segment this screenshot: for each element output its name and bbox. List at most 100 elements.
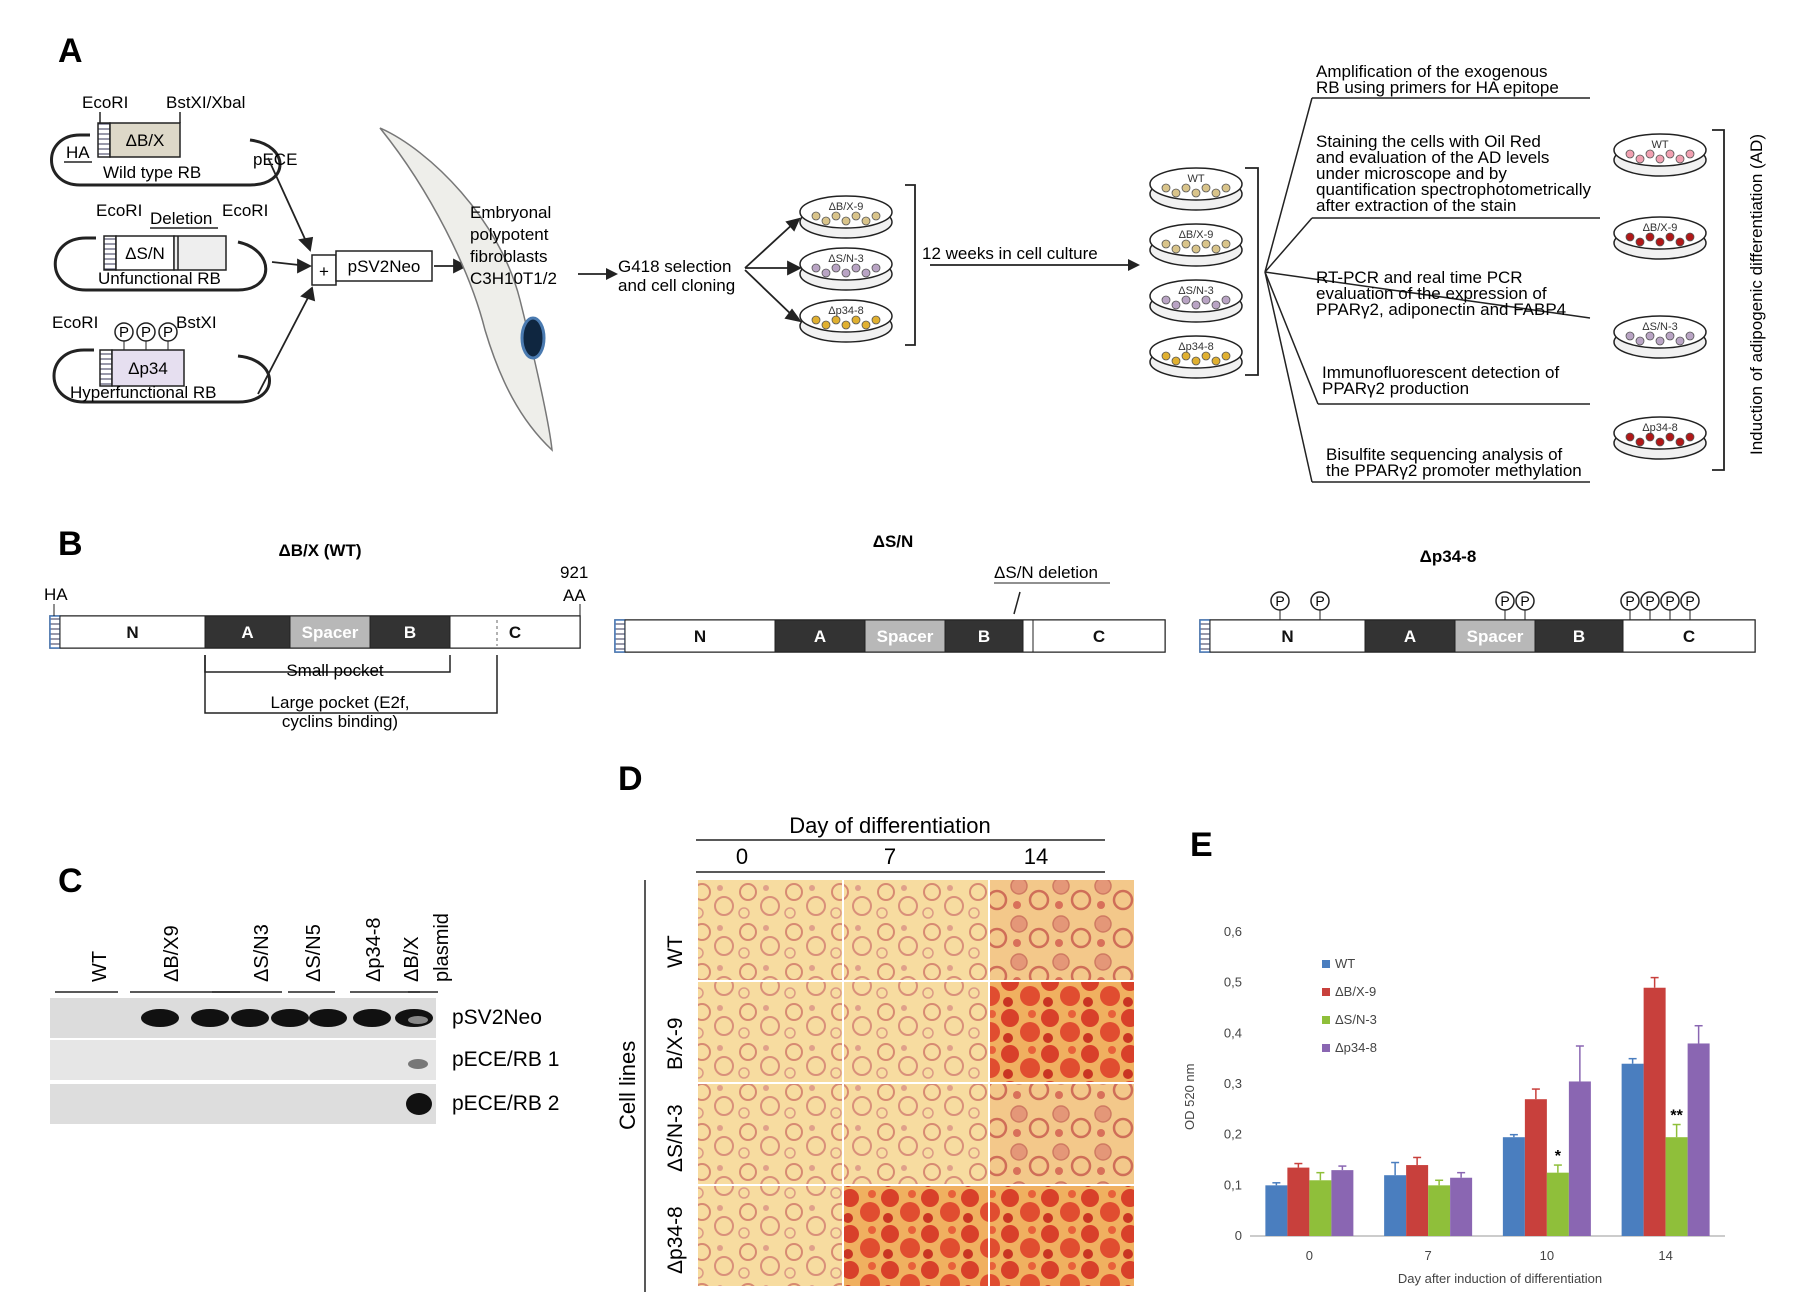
- dish1-0-cell: [831, 211, 841, 221]
- plasmid2-desc: Unfunctional RB: [98, 269, 221, 288]
- micrograph-r3c1: [844, 1186, 988, 1286]
- dish3-1-cell: [1685, 232, 1695, 242]
- dish3-1-cell: [1635, 237, 1645, 247]
- segment-spacer: [864, 619, 946, 653]
- e-legend-swatch-1: [1322, 988, 1330, 996]
- micrograph-r2c2: [990, 1084, 1134, 1184]
- dish3-2-cell: [1675, 336, 1685, 346]
- selection-line-2: and cell cloning: [618, 276, 735, 295]
- dish3-1-cell: [1675, 237, 1685, 247]
- segment-n: [1209, 619, 1366, 653]
- plasmid1-vector: pECE: [253, 150, 297, 169]
- dish1-0-cell: [841, 216, 851, 226]
- micrograph-r2c1: [844, 1084, 988, 1184]
- panel-label-d: D: [618, 760, 643, 798]
- micrograph-r0c0: [698, 880, 842, 980]
- gel-lane-label-4: Δp34-8: [363, 917, 385, 982]
- dish3-3-cell: [1675, 437, 1685, 447]
- e-legend-swatch-0: [1322, 960, 1330, 968]
- d-day-1: 7: [884, 844, 896, 869]
- e-legend-label-2: ΔS/N-3: [1335, 1012, 1377, 1027]
- plasmid-unfunctional: ΔS/N EcoRI Deletion EcoRI Unfunctional R…: [53, 201, 268, 292]
- dish2-2-cell: [1161, 295, 1171, 305]
- e-legend-label-1: ΔB/X-9: [1335, 984, 1376, 999]
- dish2-2-cell: [1211, 300, 1221, 310]
- e-bar-0-3: [1621, 1063, 1644, 1236]
- e-xlabel: Day after induction of differentiation: [1398, 1271, 1602, 1286]
- gel-row-label-0: pSV2Neo: [452, 1006, 542, 1029]
- micrograph-r1c1: [844, 982, 988, 1082]
- segment-spacer: [1454, 619, 1536, 653]
- dish1-2-label: Δp34-8: [828, 305, 863, 317]
- analysis-4-line: the PPARγ2 promoter methylation: [1326, 461, 1582, 480]
- dish3-3-cell: [1685, 432, 1695, 442]
- e-bar-0-0: [1265, 1185, 1288, 1236]
- gel-band: [141, 1009, 179, 1027]
- e-bar-0-2: [1502, 1137, 1525, 1236]
- dish3-3-cell: [1635, 437, 1645, 447]
- dish2-1-cell: [1181, 239, 1191, 249]
- segment-label-a: A: [814, 627, 826, 646]
- dish1-1-cell: [861, 268, 871, 278]
- plasmid3-site-right: BstXI: [176, 313, 217, 332]
- dish2-1-cell: [1161, 239, 1171, 249]
- dish3-0-label: WT: [1651, 139, 1668, 151]
- e-xtick-0: 0: [1306, 1248, 1313, 1263]
- dish1-1-cell: [811, 263, 821, 273]
- gel-row-1: [50, 1040, 436, 1080]
- dish1-2-cell: [821, 320, 831, 330]
- d-row-label-2: ΔS/N-3: [664, 1104, 687, 1172]
- gel-lane-label-3: ΔS/N5: [303, 924, 325, 982]
- dish2-1-cell: [1211, 244, 1221, 254]
- dish3-0-cell: [1635, 154, 1645, 164]
- dish2-0-cell: [1161, 183, 1171, 193]
- selection-line-1: G418 selection: [618, 257, 731, 276]
- e-annotation-1: **: [1670, 1108, 1683, 1125]
- dish3-1-cell: [1665, 232, 1675, 242]
- phospho-site-4: [1620, 591, 1640, 611]
- analysis-3-line: PPARγ2 production: [1322, 379, 1469, 398]
- ha-tag-box: [97, 122, 111, 158]
- dish2-1-cell: [1171, 244, 1181, 254]
- gel-band: [271, 1009, 309, 1027]
- phospho-site-label: P: [1625, 593, 1634, 609]
- gel-band: [191, 1009, 229, 1027]
- segment-label-a: A: [1404, 627, 1416, 646]
- gel-row-label-1: pECE/RB 1: [452, 1048, 559, 1071]
- micrograph-r1c0: [698, 982, 842, 1082]
- e-ytick-3: 0,3: [1224, 1076, 1242, 1091]
- e-ylabel: OD 520 nm: [1182, 1064, 1197, 1130]
- phospho-site-label: P: [1665, 593, 1674, 609]
- small-pocket: Small pocket: [286, 661, 384, 680]
- dish2-0-label: WT: [1187, 173, 1204, 185]
- cell-nucleus: [520, 316, 546, 360]
- dish3-3-cell: [1625, 432, 1635, 442]
- d-ylabel: Cell lines: [615, 1041, 640, 1130]
- plasmid-hyperfunctional: Δp34 EcoRI BstXI P P P Hyperfunctional R…: [52, 313, 271, 404]
- analysis-1-line: under microscope and by: [1316, 164, 1507, 183]
- segment-label-c: C: [1683, 627, 1695, 646]
- micrograph-r3c2: [990, 1186, 1134, 1286]
- sn-deletion-label: ΔS/N deletion: [994, 563, 1098, 582]
- dish3-2-cell: [1685, 331, 1695, 341]
- dish3-1-cell: [1625, 232, 1635, 242]
- dish1-2-cell: [851, 315, 861, 325]
- dish2-3-cell: [1181, 351, 1191, 361]
- phospho-site-label: P: [1685, 593, 1694, 609]
- segment-label-b: B: [1573, 627, 1585, 646]
- dish1-1-cell: [871, 263, 881, 273]
- dish1-2-cell: [841, 320, 851, 330]
- e-bar-2-0: [1309, 1180, 1332, 1236]
- d-row-label-3: Δp34-8: [664, 1206, 687, 1274]
- dish2-1-cell: [1191, 244, 1201, 254]
- plasmid-wild-type: ΔB/X EcoRI BstXI/Xbal HA pECE Wild type …: [50, 93, 297, 187]
- dish1-1-cell: [851, 263, 861, 273]
- dish1-0-label: ΔB/X-9: [829, 201, 864, 213]
- e-bar-2-1: [1428, 1185, 1451, 1236]
- gel-lane-label-1: ΔB/X9: [161, 925, 183, 982]
- gel-band-faint: [408, 1059, 428, 1069]
